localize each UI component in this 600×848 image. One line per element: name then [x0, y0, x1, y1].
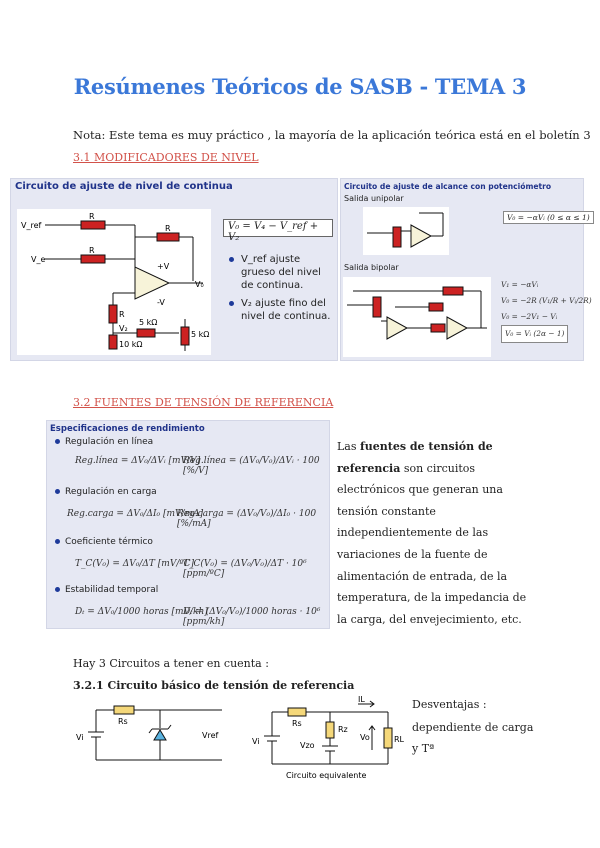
page-title: Resúmenes Teóricos de SASB - TEMA 3	[73, 74, 527, 99]
para-post: son circuitos electrónicos que generan u…	[337, 461, 527, 626]
spec-f-thermal-2: T_C(V₀) = (ΔV₀/V₀)/ΔT · 10⁶ [ppm/ºC]	[183, 559, 307, 579]
label-5k-a: 5 kΩ	[139, 318, 157, 327]
basic-vi-label: Vi	[76, 733, 84, 742]
spec-label-stability: Estabilidad temporal	[65, 585, 159, 595]
label-minus-v: -V	[157, 298, 165, 307]
unipolar-schematic	[367, 212, 444, 248]
spec-bullet	[55, 539, 60, 544]
equivalent-schematic: Vi Rs Rz Vzo Vo RL IL Circuito equivalen…	[252, 696, 405, 780]
spec-f-line-2: Reg.línea = (ΔV₀/V₀)/ΔVᵢ · 100 [%/V]	[183, 456, 320, 476]
spec-title: Especificaciones de rendimiento	[50, 424, 205, 434]
unipolar-circuit	[363, 207, 449, 255]
subsection-heading-3-2-1: 3.2.1 Circuito básico de tensión de refe…	[73, 679, 355, 692]
equiv-rl-label: RL	[394, 735, 405, 744]
spec-panel: Especificaciones de rendimiento Regulaci…	[46, 420, 330, 629]
unipolar-formula-box: V₀ = −αVᵢ (0 ≤ α ≤ 1)	[503, 211, 594, 224]
section-heading-3-2: 3.2 FUENTES DE TENSIÓN DE REFERENCIA	[73, 396, 334, 409]
spec-label-line: Regulación en línea	[65, 437, 154, 447]
circuits-intro: Hay 3 Circuitos a tener en cuenta :	[73, 657, 269, 670]
range-adjust-title: Circuito de ajuste de alcance con potenc…	[344, 182, 552, 191]
bipolar-f1: V₁ = −αVᵢ	[501, 280, 539, 289]
bipolar-f3: V₀ = −2V₁ − Vᵢ	[501, 312, 558, 321]
equiv-rs-label: Rs	[292, 719, 302, 728]
range-adjust-panel: Circuito de ajuste de alcance con potenc…	[340, 178, 594, 361]
range-sub-unipolar: Salida unipolar	[344, 194, 404, 203]
spec-item-line: Regulación en línea	[55, 437, 153, 447]
label-5k-b: 5 kΩ	[191, 330, 209, 339]
level-adjust-bullets: V_ref ajuste grueso del nivel de continu…	[229, 253, 335, 323]
label-vo: V₀	[195, 280, 204, 289]
label-ve: V_e	[31, 255, 45, 264]
range-sub-bipolar: Salida bipolar	[344, 263, 399, 272]
bipolar-f2: V₀ = −2R (V₁/R + Vᵢ/2R)	[501, 296, 592, 305]
bullet-vref-text: V_ref ajuste grueso del nivel de continu…	[241, 254, 321, 291]
equiv-il-label: IL	[358, 696, 365, 704]
label-r2: R	[89, 246, 95, 255]
equiv-caption: Circuito equivalente	[286, 771, 366, 780]
level-adjust-schematic: V_ref V_e R R R V₀ +V -V R V₂ 5 kΩ 10 kΩ…	[21, 212, 209, 351]
para-pre: Las	[337, 440, 361, 453]
spec-f-load-2: Reg.carga = (ΔV₀/V₀)/ΔI₀ · 100 [%/mA]	[177, 509, 317, 529]
para-bold: fuentes de tensión de referencia	[337, 440, 493, 475]
spec-f-line-1: Reg.línea = ΔV₀/ΔVᵢ [mV/V]	[75, 456, 201, 466]
level-adjust-formula: V₀ = V₄ − V_ref + V₂	[228, 221, 319, 243]
label-plus-v: +V	[157, 262, 170, 271]
label-v2: V₂	[119, 324, 128, 333]
spec-f-thermal-1: T_C(V₀) = ΔV₀/ΔT [mV/ºC]	[75, 559, 194, 569]
spec-item-thermal: Coeficiente térmico	[55, 537, 153, 547]
bipolar-formulas: V₁ = −αVᵢ V₀ = −2R (V₁/R + Vᵢ/2R) V₀ = −…	[501, 277, 592, 343]
equiv-vi-label: Vi	[252, 737, 260, 746]
spec-f-stability-1: Dₜ = ΔV₀/1000 horas [mV/kh]	[75, 607, 208, 617]
label-vref: V_ref	[21, 221, 42, 230]
disadvantage-load: dependiente de carga	[412, 721, 534, 734]
basic-vref-label: Vref	[202, 731, 219, 740]
note-text: Nota: Este tema es muy práctico , la may…	[73, 128, 591, 142]
equivalent-circuit: Vi Rs Rz Vzo Vo RL IL Circuito equivalen…	[248, 696, 410, 782]
bipolar-schematic	[347, 286, 487, 340]
label-10k: 10 kΩ	[119, 340, 142, 349]
label-r3: R	[165, 224, 171, 233]
level-adjust-panel: Circuito de ajuste de nivel de continua	[10, 178, 338, 361]
disadvantages-title: Desventajas :	[412, 698, 487, 711]
bullet-dot	[229, 301, 234, 306]
spec-item-stability: Estabilidad temporal	[55, 585, 158, 595]
bipolar-f4: V₀ = Vᵢ (2α − 1)	[505, 329, 565, 338]
spec-item-load: Regulación en carga	[55, 487, 157, 497]
basic-reference-schematic: Vi Rs Vref	[76, 705, 222, 761]
label-r1: R	[89, 212, 95, 221]
level-adjust-circuit: V_ref V_e R R R V₀ +V -V R V₂ 5 kΩ 10 kΩ…	[17, 209, 211, 355]
level-adjust-title: Circuito de ajuste de nivel de continua	[15, 181, 233, 192]
spec-bullet	[55, 489, 60, 494]
spec-bullet	[55, 587, 60, 592]
section-heading-3-1: 3.1 MODIFICADORES DE NIVEL	[73, 151, 259, 164]
basic-reference-circuit: Vi Rs Vref	[72, 698, 232, 768]
basic-rs-label: Rs	[118, 717, 128, 726]
spec-f-load-1: Reg.carga = ΔV₀/ΔI₀ [mV/mA]	[67, 509, 204, 519]
unipolar-formula: V₀ = −αVᵢ (0 ≤ α ≤ 1)	[507, 213, 590, 222]
bullet-dot	[229, 257, 234, 262]
equiv-vzo-label: Vzo	[300, 741, 315, 750]
bullet-v2-text: V₂ ajuste fino del nivel de continua.	[241, 298, 331, 322]
spec-label-load: Regulación en carga	[65, 487, 157, 497]
reference-paragraph: Las fuentes de tensión de referencia son…	[337, 436, 537, 630]
bipolar-f4-box: V₀ = Vᵢ (2α − 1)	[501, 325, 569, 343]
level-adjust-formula-box: V₀ = V₄ − V_ref + V₂	[223, 219, 333, 243]
disadvantage-temp: y Tª	[412, 742, 435, 755]
bipolar-circuit	[343, 277, 491, 357]
spec-label-thermal: Coeficiente térmico	[65, 537, 153, 547]
spec-bullet	[55, 439, 60, 444]
bullet-vref: V_ref ajuste grueso del nivel de continu…	[229, 253, 335, 292]
equiv-rz-label: Rz	[338, 725, 348, 734]
label-r4: R	[119, 310, 125, 319]
equiv-vo-label: Vo	[360, 733, 370, 742]
spec-f-stability-2: Dₜ = (ΔV₀/V₀)/1000 horas · 10⁶ [ppm/kh]	[183, 607, 321, 627]
bullet-v2: V₂ ajuste fino del nivel de continua.	[229, 297, 335, 323]
